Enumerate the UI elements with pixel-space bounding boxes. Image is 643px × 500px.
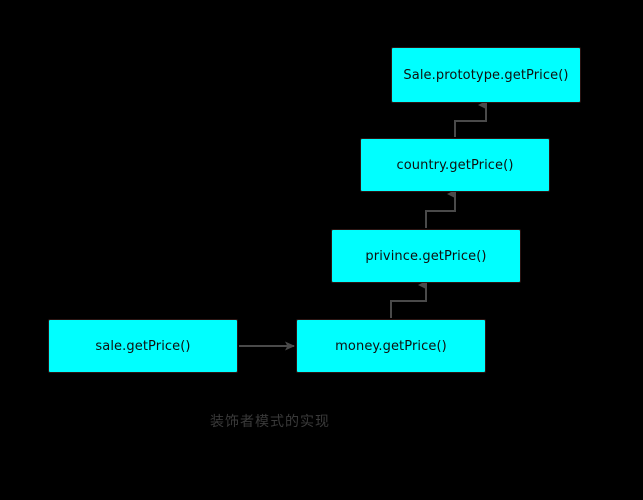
node-sale-getprice[interactable]: sale.getPrice() xyxy=(48,319,238,373)
node-label: money.getPrice() xyxy=(335,338,447,354)
node-label: sale.getPrice() xyxy=(95,338,191,354)
node-label: privince.getPrice() xyxy=(365,248,487,264)
node-label: Sale.prototype.getPrice() xyxy=(403,67,569,83)
node-privince-getprice[interactable]: privince.getPrice() xyxy=(331,229,521,283)
node-sale-prototype-getprice[interactable]: Sale.prototype.getPrice() xyxy=(391,47,581,103)
edge-privince-to-country xyxy=(425,189,456,228)
node-country-getprice[interactable]: country.getPrice() xyxy=(360,138,550,192)
node-money-getprice[interactable]: money.getPrice() xyxy=(296,319,486,373)
diagram-caption: 装饰者模式的实现 xyxy=(210,414,330,430)
node-label: country.getPrice() xyxy=(396,157,514,173)
edge-money-to-privince xyxy=(390,280,427,318)
edge-country-to-sale-prototype xyxy=(454,100,487,137)
